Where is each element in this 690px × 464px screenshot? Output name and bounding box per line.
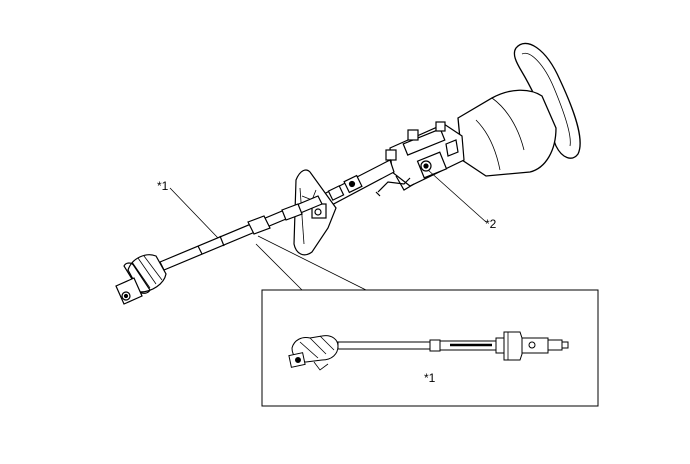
column-assembly (375, 121, 465, 197)
leader-main-shaft (169, 187, 219, 239)
leader-lines (169, 169, 487, 239)
detail-shaft (337, 331, 569, 361)
callout-main-shaft: *1 (157, 179, 169, 193)
steering-wheel (513, 42, 581, 159)
column-cover (457, 89, 557, 177)
universal-joint (115, 254, 167, 305)
lower-shaft (159, 195, 323, 271)
mounting-bracket (293, 169, 337, 256)
intermediate-column (319, 159, 395, 209)
callout-column-assembly: *2 (485, 217, 497, 231)
detail-universal-joint (288, 335, 339, 371)
detail-inset (261, 289, 599, 407)
leader-column-assembly (427, 169, 487, 223)
callout-detail-shaft: *1 (424, 371, 436, 385)
zoom-lines (255, 235, 367, 291)
